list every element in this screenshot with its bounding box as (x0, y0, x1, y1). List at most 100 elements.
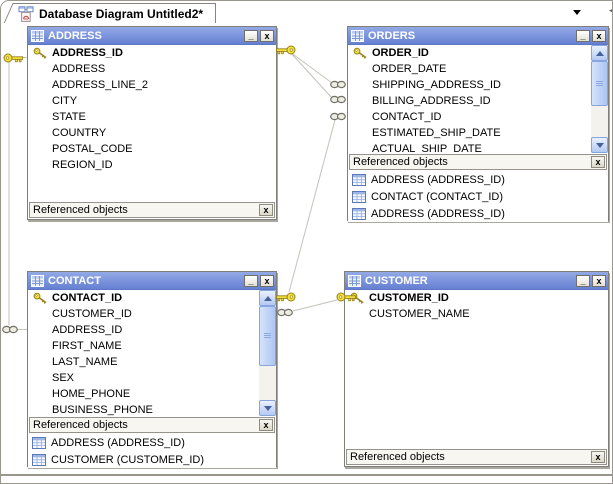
customer-titlebar[interactable]: CUSTOMER _ x (345, 272, 608, 290)
diagram-canvas[interactable]: ADDRESS _ x ADDRESS_ID ADDRESS (1, 23, 612, 474)
minimize-button[interactable]: _ (244, 29, 258, 42)
close-referenced-button[interactable]: x (591, 156, 605, 168)
column-row[interactable]: BILLING_ADDRESS_ID (348, 93, 608, 109)
column-row[interactable]: POSTAL_CODE (28, 141, 276, 157)
minimize-button[interactable]: _ (244, 274, 258, 287)
referenced-object-row[interactable]: CUSTOMER (CUSTOMER_ID) (28, 451, 276, 468)
address-titlebar[interactable]: ADDRESS _ x (28, 27, 276, 45)
column-row[interactable]: SHIPPING_ADDRESS_ID (348, 77, 608, 93)
close-referenced-button[interactable]: x (259, 204, 273, 216)
relationship-line (289, 51, 333, 99)
referenced-object-row[interactable]: ADDRESS (ADDRESS_ID) (28, 434, 276, 451)
column-row[interactable]: BUSINESS_PHONE (28, 402, 276, 416)
column-row[interactable]: CUSTOMER_NAME (345, 306, 608, 322)
column-row[interactable]: CUSTOMER_ID (345, 290, 608, 306)
scroll-down-button[interactable] (591, 137, 608, 153)
column-name: ADDRESS_ID (52, 47, 123, 59)
vertical-scrollbar[interactable] (259, 290, 276, 416)
column-list: CUSTOMER_ID CUSTOMER_NAME (345, 290, 608, 448)
scroll-up-button[interactable] (591, 45, 608, 61)
canvas-bottom-edge (1, 474, 612, 476)
one-side-key-icon (276, 45, 296, 55)
close-button[interactable]: x (260, 29, 274, 42)
table-title: ORDERS (368, 29, 416, 42)
table-icon (31, 30, 44, 42)
referenced-object-name: ADDRESS (ADDRESS_ID) (51, 436, 185, 449)
column-row[interactable]: ADDRESS_ID (28, 45, 276, 61)
scrollbar-thumb[interactable] (259, 306, 276, 366)
column-name: ORDER_DATE (372, 63, 447, 75)
primary-key-icon (353, 47, 368, 59)
close-referenced-button[interactable]: x (591, 451, 605, 463)
table-window-address: ADDRESS _ x ADDRESS_ID ADDRESS (27, 26, 277, 220)
table-title: CONTACT (48, 274, 101, 287)
column-row[interactable]: ACTUAL_SHIP_DATE (348, 141, 608, 153)
column-name: ESTIMATED_SHIP_DATE (372, 127, 501, 139)
column-list: ADDRESS_ID ADDRESS ADDRESS_LINE_2 (28, 45, 276, 201)
column-row[interactable]: LAST_NAME (28, 354, 276, 370)
tab-database-diagram[interactable]: Database Diagram Untitled2* (15, 3, 217, 23)
referenced-object-row[interactable]: CONTACT (CONTACT_ID) (348, 188, 608, 205)
scroll-up-icon (595, 50, 604, 56)
column-row[interactable]: CITY (28, 93, 276, 109)
column-row[interactable]: HOME_PHONE (28, 386, 276, 402)
table-window-orders: ORDERS _ x ORDER_ID (347, 26, 609, 222)
tab-bar: Database Diagram Untitled2* ◀ (1, 1, 612, 23)
column-name: CUSTOMER_NAME (369, 308, 470, 320)
column-name: CUSTOMER_ID (52, 308, 132, 320)
relationship-line (289, 51, 333, 84)
column-row[interactable]: CUSTOMER_ID (28, 306, 276, 322)
column-name: SHIPPING_ADDRESS_ID (372, 79, 501, 91)
minimize-button[interactable]: _ (576, 274, 590, 287)
column-name: REGION_ID (52, 159, 113, 171)
table-window-contact: CONTACT _ x CONTACT_I (27, 271, 277, 468)
primary-key-icon (350, 292, 365, 304)
column-name: ADDRESS (52, 63, 106, 75)
column-row[interactable]: ORDER_DATE (348, 61, 608, 77)
table-icon (32, 454, 46, 466)
minimize-button[interactable]: _ (576, 29, 590, 42)
close-button[interactable]: x (592, 29, 606, 42)
referenced-object-row[interactable]: ADDRESS (ADDRESS_ID) (348, 171, 608, 188)
referenced-object-row[interactable]: ADDRESS (ADDRESS_ID) (348, 205, 608, 222)
vertical-scrollbar[interactable] (591, 45, 608, 153)
column-row[interactable]: REGION_ID (28, 157, 276, 173)
close-button[interactable]: x (592, 274, 606, 287)
close-referenced-button[interactable]: x (259, 419, 273, 431)
table-title: CUSTOMER (365, 274, 428, 287)
column-name: COUNTRY (52, 127, 107, 139)
many-side-icon (2, 325, 18, 334)
scrollbar-track[interactable] (591, 61, 608, 137)
database-diagram-icon (18, 6, 34, 22)
column-row[interactable]: FIRST_NAME (28, 338, 276, 354)
referenced-objects-bar: Referenced objects x (29, 417, 275, 433)
scroll-up-button[interactable] (259, 290, 276, 306)
column-row[interactable]: ADDRESS_LINE_2 (28, 77, 276, 93)
scroll-down-icon (263, 405, 272, 411)
scroll-down-button[interactable] (259, 400, 276, 416)
column-name: CONTACT_ID (372, 111, 442, 123)
column-row[interactable]: CONTACT_ID (28, 290, 276, 306)
tab-list-dropdown-icon[interactable] (573, 10, 581, 15)
column-row[interactable]: ORDER_ID (348, 45, 608, 61)
column-row[interactable]: ESTIMATED_SHIP_DATE (348, 125, 608, 141)
column-row[interactable]: ADDRESS_ID (28, 322, 276, 338)
column-row[interactable]: STATE (28, 109, 276, 125)
column-row[interactable]: COUNTRY (28, 125, 276, 141)
column-name: ADDRESS_LINE_2 (52, 79, 148, 91)
table-icon (31, 275, 44, 287)
tab-scroll-left-icon[interactable]: ◀ (609, 5, 612, 16)
column-row[interactable]: CONTACT_ID (348, 109, 608, 125)
table-icon (351, 30, 364, 42)
column-name: BUSINESS_PHONE (52, 404, 153, 416)
column-row[interactable]: SEX (28, 370, 276, 386)
many-side-icon (330, 95, 346, 104)
close-button[interactable]: x (260, 274, 274, 287)
scrollbar-track[interactable] (259, 306, 276, 400)
column-name: SEX (52, 372, 75, 384)
contact-titlebar[interactable]: CONTACT _ x (28, 272, 276, 290)
column-row[interactable]: ADDRESS (28, 61, 276, 77)
scrollbar-thumb[interactable] (591, 61, 608, 106)
orders-titlebar[interactable]: ORDERS _ x (348, 27, 608, 45)
